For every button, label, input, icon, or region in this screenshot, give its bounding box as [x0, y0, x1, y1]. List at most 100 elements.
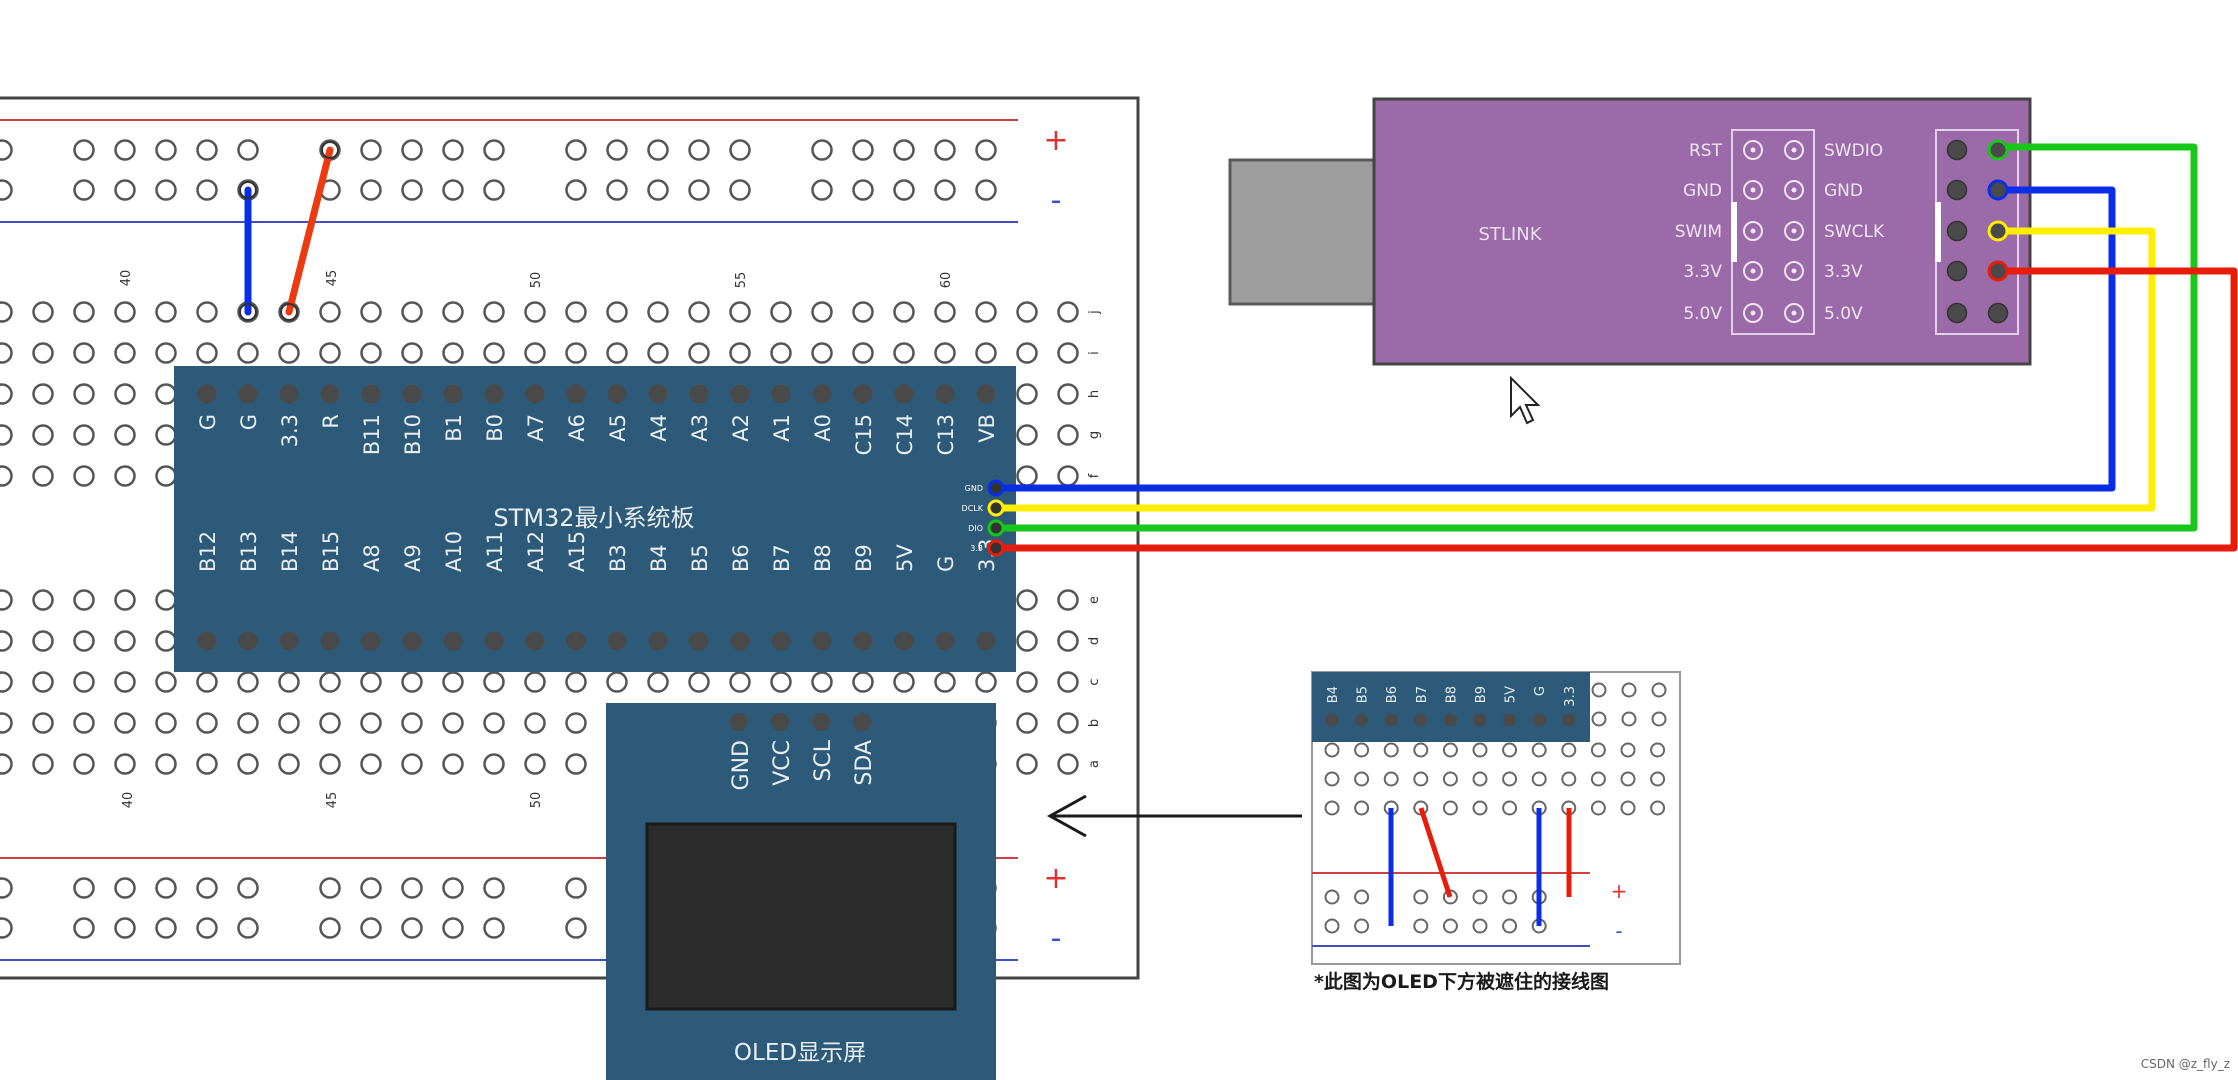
rail-hole — [442, 917, 464, 939]
rail-hole — [155, 179, 177, 201]
stm32-bottom-pin-label: B14 — [278, 531, 302, 572]
stm32-top-pin-label: A7 — [524, 414, 548, 442]
rail-hole — [893, 179, 915, 201]
inset-pin-label: G — [1533, 686, 1548, 696]
row-letter-i: i — [1087, 351, 1102, 355]
col-number-60-top: 60 — [939, 272, 954, 289]
stm32-top-pin-label: A3 — [688, 414, 712, 442]
inset-terminal-hole — [1590, 800, 1606, 816]
stlink-swim-hole-dot — [1750, 268, 1756, 274]
stm32-top-pin-hole — [443, 384, 463, 404]
inset-terminal-hole — [1413, 771, 1429, 787]
rail-hole — [114, 917, 136, 939]
stlink-swim-notch — [1731, 202, 1737, 262]
stm32-bottom-pin-label: B9 — [852, 544, 876, 572]
inset-terminal-hole — [1472, 771, 1488, 787]
col-number-50-top: 50 — [529, 272, 544, 289]
terminal-hole — [606, 671, 628, 693]
terminal-hole — [524, 712, 546, 734]
stlink-swim-hole — [1784, 303, 1804, 323]
col-number-45-top: 45 — [325, 270, 340, 287]
terminal-hole — [1016, 630, 1038, 652]
inset-pin-label: B7 — [1415, 686, 1430, 703]
stm32-debug-pin-3v3: 3.3 — [970, 544, 983, 553]
stm32-top-pin-hole — [402, 384, 422, 404]
terminal-hole — [196, 712, 218, 734]
row-letter-f: f — [1087, 473, 1102, 478]
rail-hole — [114, 179, 136, 201]
inset-terminal-hole — [1531, 742, 1547, 758]
inset-terminal-hole — [1591, 682, 1607, 698]
terminal-hole — [73, 589, 95, 611]
terminal-hole — [401, 342, 423, 364]
stm32-board-body — [174, 366, 1016, 672]
terminal-hole — [647, 671, 669, 693]
stlink-swim-hole — [1743, 221, 1763, 241]
rail-hole — [688, 139, 710, 161]
terminal-hole — [360, 712, 382, 734]
rail-hole — [401, 917, 423, 939]
terminal-hole — [114, 465, 136, 487]
stlink-swd-hole — [1987, 302, 2009, 324]
inset-terminal-hole — [1650, 742, 1666, 758]
stm32-bottom-pin-hole — [648, 631, 668, 651]
inset-terminal-hole — [1651, 711, 1667, 727]
terminal-hole — [1016, 424, 1038, 446]
wire-red-3v3 — [1000, 267, 2238, 552]
stm32-top-pin-label: A5 — [606, 414, 630, 442]
oled-title: OLED显示屏 — [734, 1040, 866, 1066]
rail-hole — [606, 179, 628, 201]
stm32-top-pin-label: A6 — [565, 414, 589, 442]
stlink-swim-hole-dot — [1791, 228, 1797, 234]
rail-hole — [360, 139, 382, 161]
rail-hole — [0, 179, 13, 201]
terminal-hole — [32, 712, 54, 734]
stm32-top-pin-hole — [320, 384, 340, 404]
col-number-40-top: 40 — [119, 270, 134, 287]
rail-hole — [0, 917, 13, 939]
jumper-end-blue-bottom — [239, 303, 257, 321]
terminal-hole — [0, 589, 13, 611]
rail-hole — [237, 917, 259, 939]
inset-terminal-hole — [1651, 682, 1667, 698]
terminal-hole — [565, 712, 587, 734]
terminal-hole — [893, 301, 915, 323]
stlink-swim-hole-dot — [1750, 310, 1756, 316]
jumper-end-red-top — [321, 141, 339, 159]
stm32-bottom-pin-hole — [279, 631, 299, 651]
rail-hole — [155, 139, 177, 161]
row-letter-a: a — [1087, 760, 1102, 768]
terminal-hole — [237, 342, 259, 364]
terminal-hole — [770, 671, 792, 693]
terminal-hole — [524, 342, 546, 364]
rail-hole — [442, 139, 464, 161]
oled-pin-hole-scl — [812, 713, 830, 731]
terminal-hole — [893, 671, 915, 693]
terminal-hole — [360, 671, 382, 693]
stlink-swim-hole-dot — [1750, 147, 1756, 153]
stm32-top-pin-hole — [771, 384, 791, 404]
stm32-bottom-pin-hole — [894, 631, 914, 651]
inset-rail-hole — [1472, 918, 1488, 934]
stm32-top-pin-hole — [607, 384, 627, 404]
inset-terminal-hole — [1502, 800, 1518, 816]
inset-pin-label: 3.3 — [1563, 686, 1578, 707]
terminal-hole — [32, 383, 54, 405]
inset-terminal-hole — [1650, 771, 1666, 787]
rail-hole — [319, 877, 341, 899]
rail-hole — [483, 877, 505, 899]
stlink-right-label: SWCLK — [1824, 222, 1885, 242]
terminal-hole — [0, 712, 13, 734]
terminal-hole — [73, 465, 95, 487]
stm32-top-pin-label: B0 — [483, 414, 507, 442]
terminal-hole — [114, 301, 136, 323]
stm32-top-pin-label: A4 — [647, 414, 671, 442]
stm32-bottom-pin-label: 5V — [893, 544, 917, 572]
terminal-hole — [73, 342, 95, 364]
rail-hole — [360, 917, 382, 939]
terminal-hole — [319, 753, 341, 775]
stlink-swim-hole — [1743, 180, 1763, 200]
stlink-swim-hole — [1784, 140, 1804, 160]
rail-hole — [196, 917, 218, 939]
